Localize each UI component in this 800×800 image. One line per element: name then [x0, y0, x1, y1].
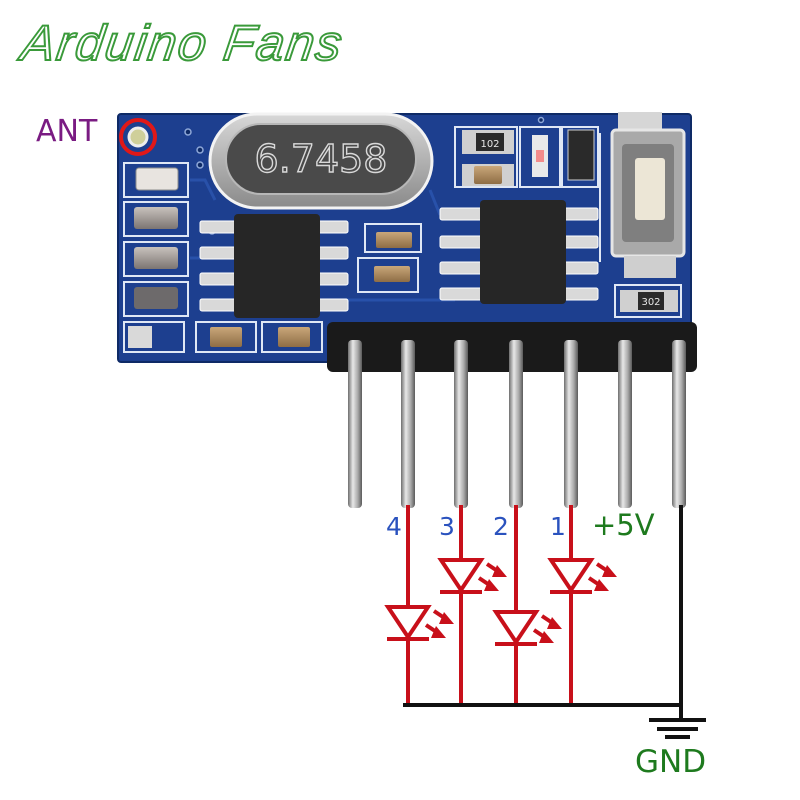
resistor-code-302: 302: [641, 297, 660, 308]
antenna-marker-circle: [119, 118, 157, 156]
silkscreen-outlines: [123, 126, 682, 353]
header-pin: [348, 340, 362, 508]
led-symbol-4: [384, 605, 454, 641]
antenna-pad: [127, 126, 149, 148]
header-pin: [618, 340, 632, 508]
smd-capacitors-left: [128, 167, 310, 348]
led-symbol-3: [437, 558, 507, 594]
light-arrow-head: [539, 631, 554, 643]
led-triangle: [437, 558, 485, 594]
smd-capacitors-middle: [374, 232, 412, 282]
header-pin: [564, 340, 578, 508]
light-arrow-head: [594, 579, 609, 591]
led-triangle: [547, 558, 595, 594]
resistor-302: 302: [620, 290, 678, 312]
crystal-oscillator: 6.7458: [208, 112, 434, 210]
pcb-board: 6.7458: [117, 112, 692, 363]
pin-label-1: 1: [550, 512, 566, 541]
led-symbol-2: [492, 610, 562, 646]
gnd-label: GND: [635, 744, 707, 780]
header-pin: [672, 340, 686, 508]
led-triangle: [384, 605, 432, 641]
title-arduino-fans: Arduino Fans: [17, 14, 348, 72]
pin-label-2: 2: [493, 512, 509, 541]
tactile-push-button: [610, 112, 686, 278]
header-pin: [401, 340, 415, 508]
pin-label-3: 3: [439, 512, 455, 541]
crystal-marking: 6.7458: [255, 137, 388, 181]
ic-chip-right: [439, 200, 599, 304]
resistor-code-102: 102: [480, 139, 499, 150]
light-arrow-head: [484, 579, 499, 591]
header-pin: [454, 340, 468, 508]
light-arrow-head: [602, 565, 617, 577]
wiring: [384, 505, 706, 739]
pin-label-4: 4: [386, 512, 402, 541]
led-triangle: [492, 610, 540, 646]
header-pin: [509, 340, 523, 508]
antenna-label: ANT: [36, 114, 98, 149]
light-arrow-head: [431, 626, 446, 638]
pin-header: [327, 322, 697, 508]
light-arrow-head: [547, 617, 562, 629]
light-arrow-head: [439, 612, 454, 624]
vias: [184, 116, 545, 235]
light-arrow-head: [492, 565, 507, 577]
pin-label-5v: +5V: [592, 508, 655, 542]
led-symbol-1: [547, 558, 617, 594]
ic-chip-left: [199, 214, 349, 318]
smd-parts-top-right: 102: [462, 129, 595, 186]
